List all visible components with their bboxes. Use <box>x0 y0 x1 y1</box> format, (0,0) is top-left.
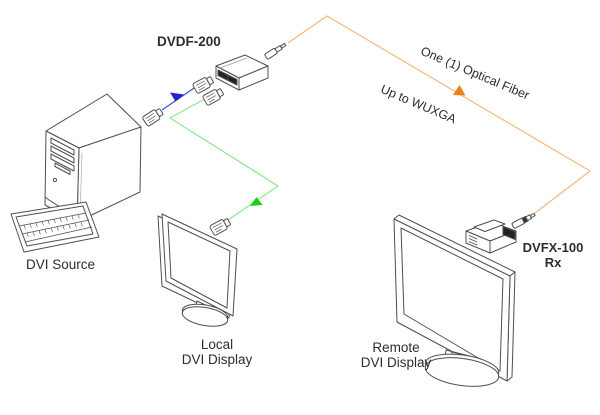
fiber-signal-arrow <box>453 85 466 96</box>
dvi-input-cable <box>161 83 201 111</box>
remote-display-label-line1: Remote <box>372 340 420 355</box>
fiber-connector-icon-dvdf <box>263 41 288 61</box>
local-display-label: Local DVI Display <box>167 337 267 367</box>
dvfx-top-hump <box>473 219 506 232</box>
optical-fiber-cable <box>287 15 591 214</box>
keyboard-key-ticks <box>23 214 83 237</box>
receiver-label-line2: Rx <box>544 255 562 270</box>
dvfx-100-device-graphic <box>465 219 517 254</box>
dvdf-top-seam <box>219 57 248 69</box>
receiver-label: DVFX-100 Rx <box>512 240 594 270</box>
transmitter-label: DVDF-200 <box>157 34 221 49</box>
local-loop-cable <box>169 94 279 221</box>
remote-display-label-line2: DVI Display <box>360 355 432 370</box>
remote-monitor-base <box>424 357 500 387</box>
dvfx-fiber-receptacle <box>502 226 516 240</box>
drive-bay <box>50 153 75 172</box>
dvdf-right-face <box>238 65 269 91</box>
power-button <box>52 177 58 183</box>
remote-monitor-screen <box>400 227 504 372</box>
dvi-connector-icon-source <box>141 106 165 128</box>
dvi-connector-icon-local-display <box>208 216 233 237</box>
keyboard-keybed <box>15 205 94 247</box>
keyboard-graphic <box>10 201 100 253</box>
local-display-label-line2: DVI Display <box>181 352 253 367</box>
local-display-label-line1: Local <box>200 337 234 352</box>
local-monitor-graphic <box>157 213 238 327</box>
receiver-label-line1: DVFX-100 <box>522 240 584 255</box>
remote-display-label: Remote DVI Display <box>346 340 446 370</box>
fiber-connector-icon-dvfx <box>511 212 536 229</box>
local-monitor-screen <box>167 221 231 309</box>
computer-tower-graphic <box>44 93 142 223</box>
dvfx-dvi-pins <box>468 235 478 246</box>
dvdf-dvi-port <box>227 74 238 86</box>
local-monitor-base-rim <box>181 306 229 327</box>
drive-bay <box>54 162 71 175</box>
drive-bay <box>50 137 75 156</box>
remote-monitor-graphic <box>393 214 516 387</box>
dvdf-200-device-graphic <box>215 54 269 91</box>
drive-bay <box>50 145 75 164</box>
dvi-signal-arrow <box>170 92 184 102</box>
loop-signal-arrow <box>250 197 263 206</box>
dvi-source-label: DVI Source <box>26 257 96 272</box>
